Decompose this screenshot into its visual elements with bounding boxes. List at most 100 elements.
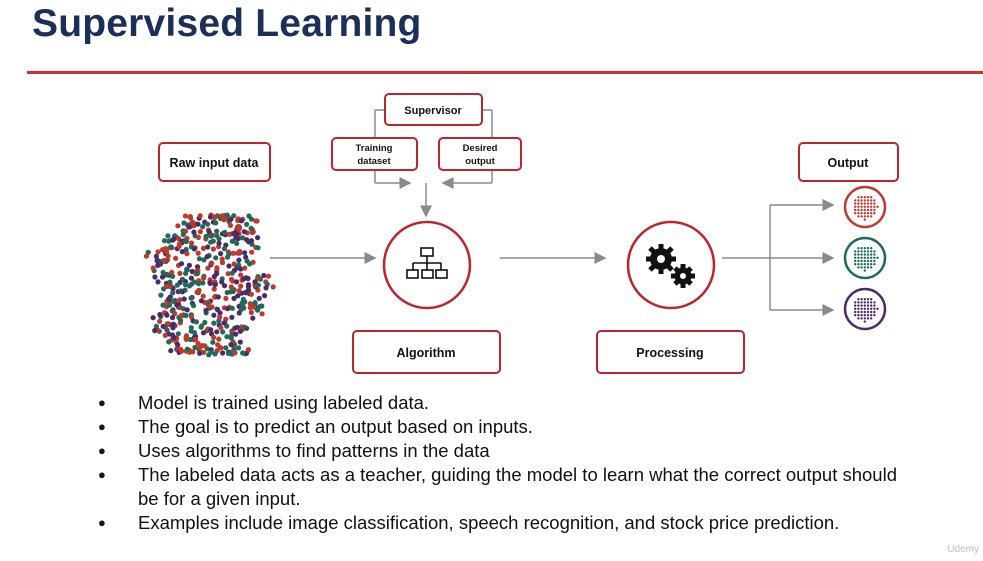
output-dot (866, 259, 870, 263)
data-point (181, 220, 187, 226)
data-point (153, 253, 159, 259)
output-dot (873, 253, 876, 256)
output-dot (866, 314, 870, 317)
data-point (241, 229, 247, 235)
data-point (155, 262, 161, 268)
data-point (184, 267, 190, 273)
bullet-item: The labeled data acts as a teacher, guid… (98, 463, 898, 511)
data-point (150, 265, 156, 271)
data-point (213, 220, 219, 226)
data-point (221, 320, 227, 326)
data-point (224, 289, 230, 296)
data-point (211, 214, 217, 220)
hierarchy-icon (406, 247, 448, 279)
data-point (208, 214, 214, 220)
data-point (222, 229, 228, 235)
data-point (181, 296, 187, 302)
data-point (197, 350, 203, 356)
data-point (172, 297, 178, 304)
data-point (188, 275, 194, 281)
output-dot (860, 314, 863, 317)
output-dot (866, 208, 870, 212)
data-point (214, 228, 220, 234)
data-point (169, 308, 175, 314)
output-dot (863, 218, 866, 221)
data-point (194, 264, 201, 270)
data-point (194, 289, 200, 295)
output-dot (863, 208, 866, 212)
output-dot (854, 310, 857, 314)
data-point (214, 329, 220, 335)
data-point (255, 235, 261, 241)
data-point (195, 234, 201, 240)
output-dot (863, 317, 866, 320)
data-point (166, 302, 173, 308)
output-dot (863, 314, 866, 317)
output-dot (870, 314, 873, 317)
data-point (235, 217, 241, 224)
output-dot (863, 320, 866, 323)
output-dot (870, 256, 873, 259)
data-point (220, 350, 226, 356)
output-dot (860, 253, 863, 256)
data-point (213, 255, 219, 261)
output-dot (857, 205, 860, 208)
output-dot (857, 263, 860, 266)
data-point (200, 330, 207, 336)
data-point (203, 307, 209, 314)
data-point (215, 294, 221, 300)
output-dot (860, 310, 863, 314)
output-dot (863, 250, 866, 253)
data-point (210, 339, 216, 345)
output-dot (857, 301, 860, 304)
data-point (200, 280, 206, 286)
data-point (212, 351, 218, 357)
data-point (211, 320, 217, 326)
data-point (201, 275, 207, 281)
data-point (252, 300, 258, 306)
data-point (170, 290, 176, 296)
data-point (187, 214, 193, 220)
output-label: Output (828, 156, 870, 170)
data-point (237, 339, 243, 345)
data-point (196, 256, 202, 262)
data-point (182, 282, 188, 288)
data-point (229, 314, 235, 320)
data-point (191, 229, 197, 235)
output-dot (854, 205, 857, 208)
data-point (233, 331, 239, 337)
data-point (180, 231, 186, 238)
output-dot (857, 208, 860, 212)
data-point (225, 271, 231, 277)
output-dot (873, 301, 876, 304)
output-dot (870, 202, 873, 205)
output-dot (863, 307, 866, 310)
data-point (174, 282, 180, 288)
data-point (152, 274, 158, 280)
data-point (227, 222, 233, 228)
data-point (186, 224, 192, 230)
data-point (256, 295, 262, 301)
output-dot (863, 310, 866, 314)
output-dot (860, 199, 863, 202)
data-point (257, 304, 263, 310)
output-dot (873, 205, 876, 208)
data-point (219, 279, 225, 285)
output-dot (854, 212, 857, 215)
data-point (182, 213, 188, 219)
data-point (261, 272, 267, 279)
output-dot (860, 304, 863, 307)
data-point (207, 280, 213, 286)
data-point (221, 283, 228, 289)
data-point (200, 224, 206, 230)
output-class-2 (843, 236, 887, 280)
output-dot (866, 304, 870, 307)
data-point (179, 249, 185, 255)
data-point (214, 265, 220, 271)
output-dot (854, 202, 857, 205)
data-point (216, 240, 222, 246)
data-point (175, 342, 181, 348)
output-dot (860, 307, 863, 310)
data-point (208, 239, 214, 245)
bullet-item: Model is trained using labeled data. (98, 391, 898, 415)
